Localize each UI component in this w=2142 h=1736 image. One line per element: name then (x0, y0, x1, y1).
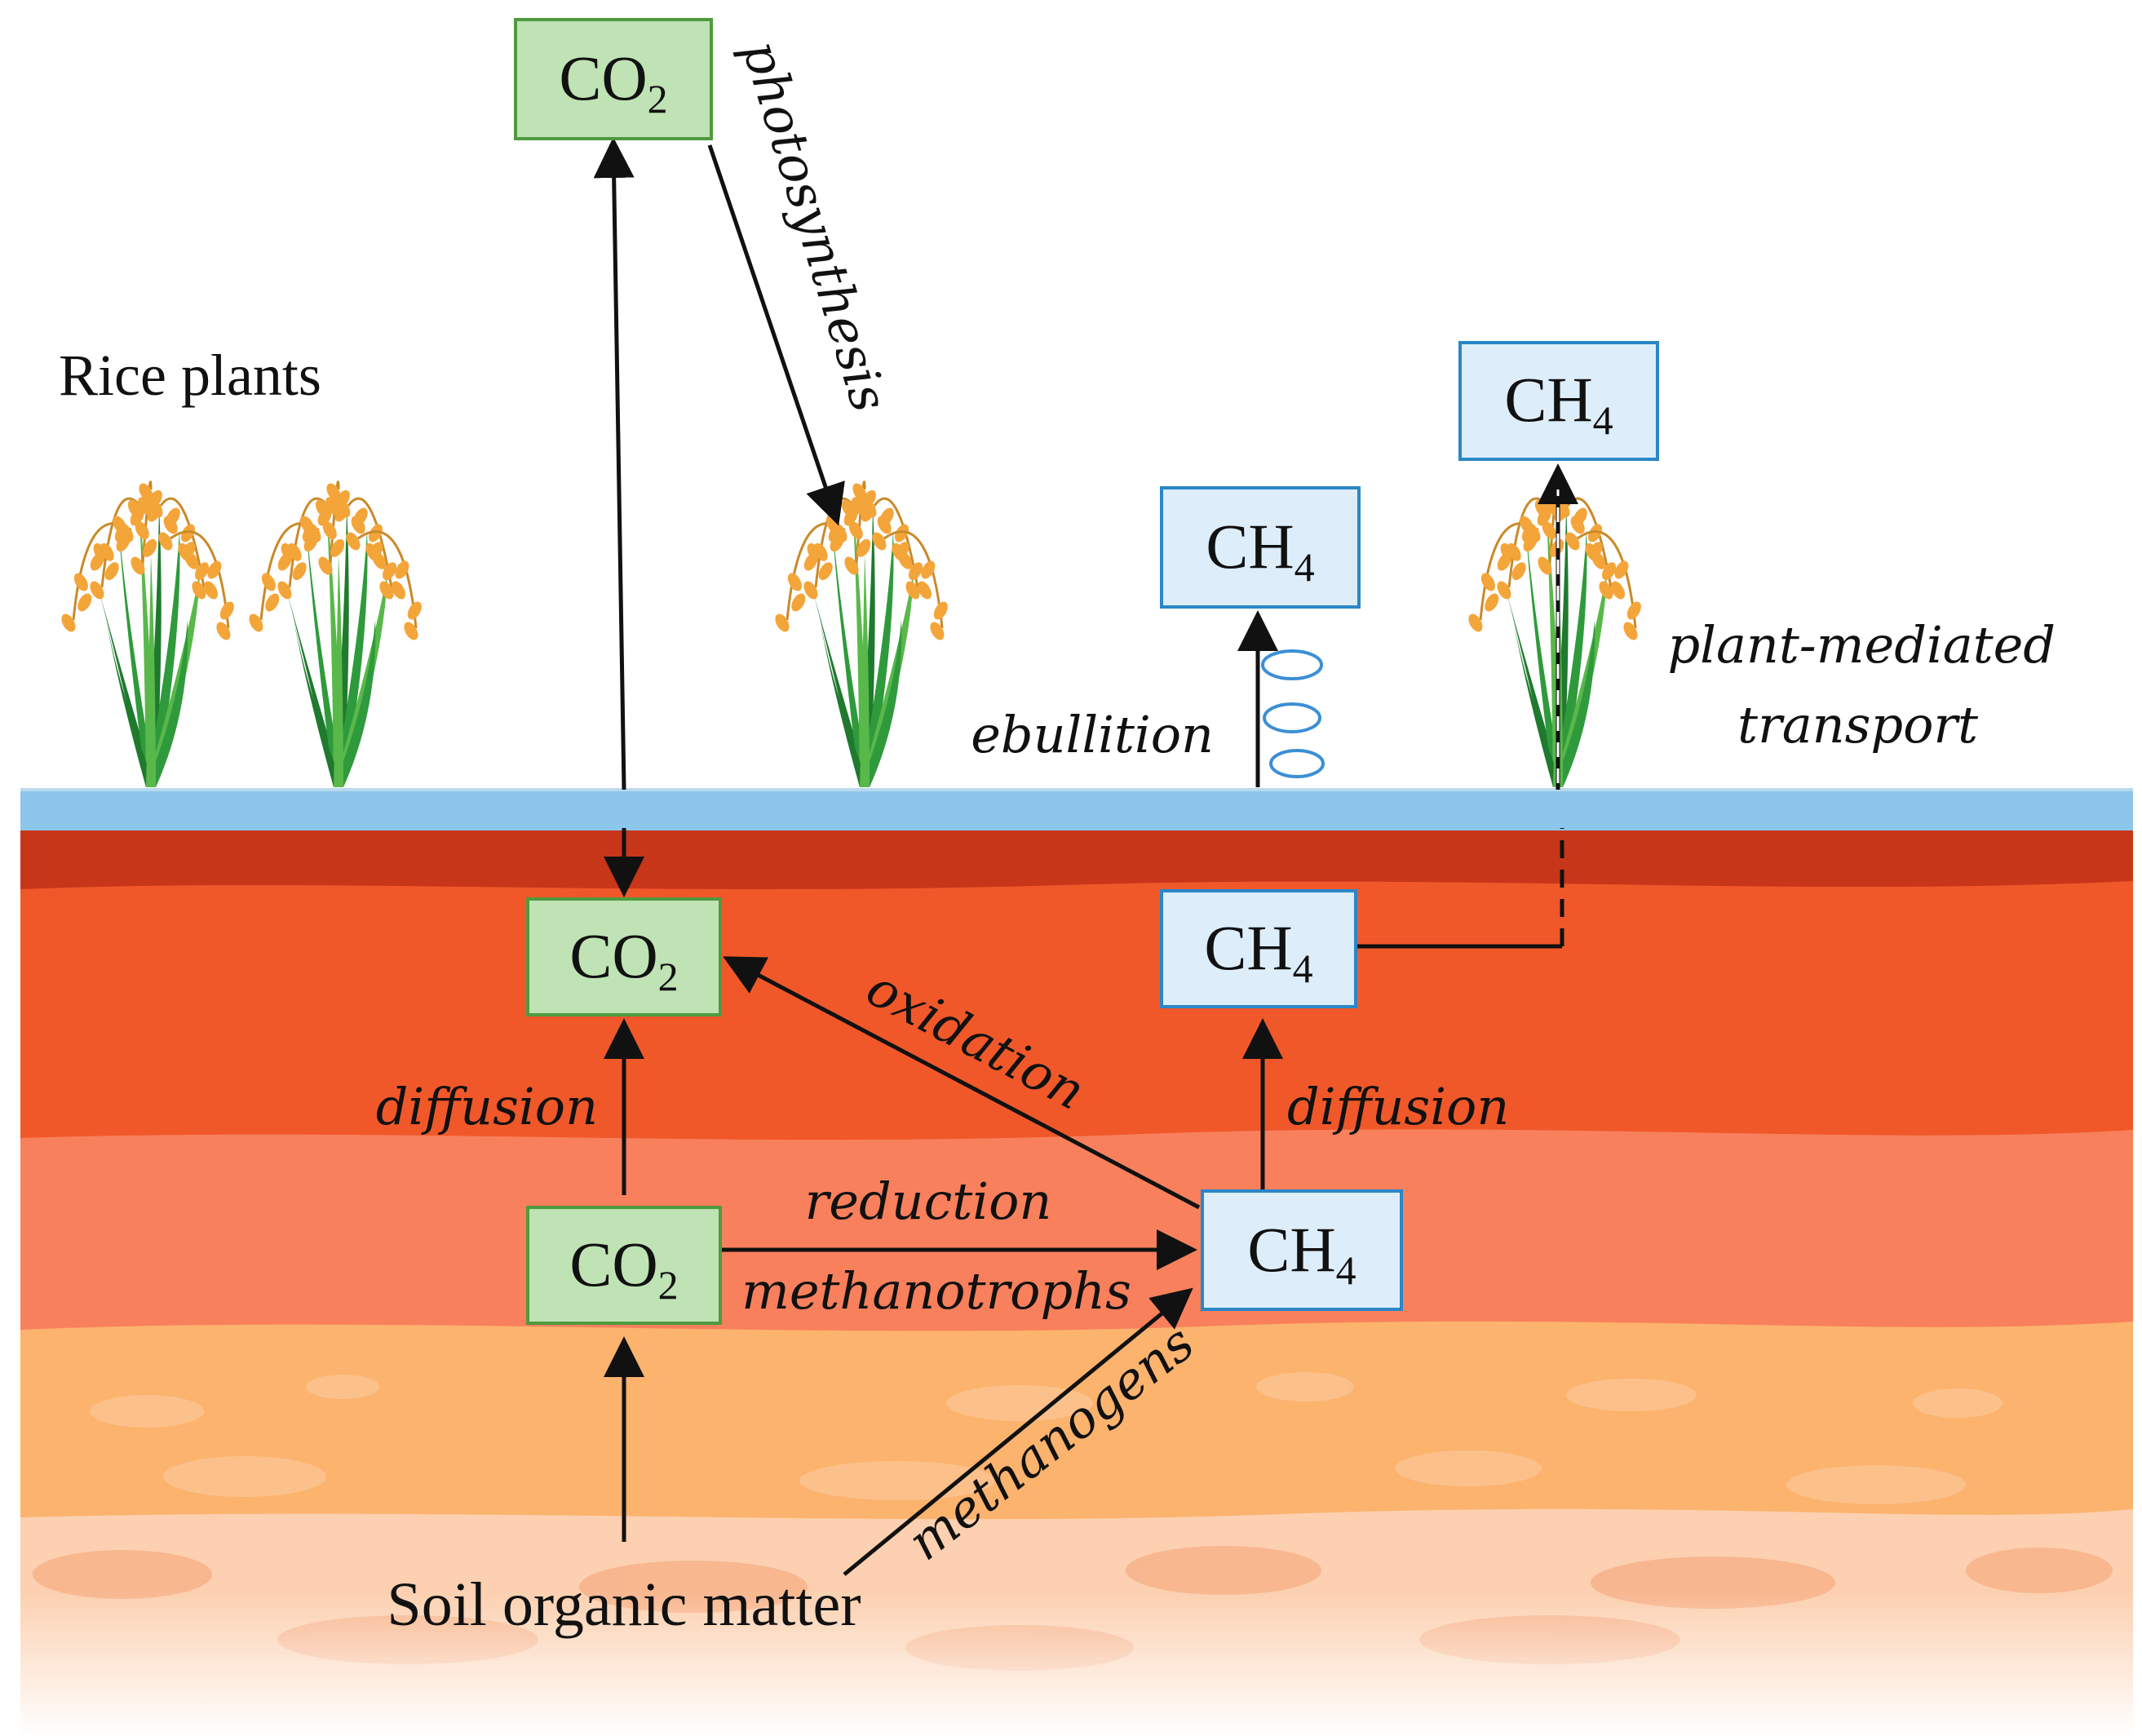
svg-text:CH4: CH4 (1504, 364, 1613, 443)
ch4-upper-soil-box: CH4 (1160, 889, 1357, 1008)
box-subscript: 4 (1293, 946, 1313, 991)
box-main-text: CO (569, 920, 657, 991)
methanotrophs-label: methanotrophs (741, 1261, 1131, 1321)
co2-upper-soil-box: CO2 (526, 897, 722, 1016)
box-main-text: CH (1247, 1214, 1335, 1285)
photosynthesis-label: photosynthesis (731, 33, 901, 418)
co2-lower-soil-box: CO2 (526, 1206, 722, 1325)
ch4-plant-box: CH4 (1458, 341, 1659, 461)
co2-atmosphere-box: CO2 (514, 18, 713, 140)
rice-plant (249, 480, 422, 787)
arrow-photosynthesis (707, 144, 845, 526)
arrow-co2-release (593, 137, 635, 790)
rice-plant (1468, 480, 1641, 787)
box-main-text: CO (559, 42, 647, 113)
box-subscript: 4 (1294, 544, 1315, 590)
reduction-label: reduction (805, 1171, 1052, 1231)
ch4-lower-soil-box: CH4 (1201, 1189, 1403, 1311)
rice-plant (775, 480, 948, 787)
arrow-oxidation (723, 956, 1201, 1210)
box-main-text: CH (1504, 364, 1592, 435)
box-subscript: 2 (658, 954, 679, 999)
box-main-text: CO (569, 1229, 657, 1300)
svg-text:CH4: CH4 (1247, 1214, 1356, 1293)
ch4-ebullition-box: CH4 (1160, 486, 1361, 609)
soil-organic-matter-label: Soil organic matter (387, 1570, 861, 1639)
box-subscript: 4 (1336, 1247, 1356, 1293)
svg-text:CO2: CO2 (559, 42, 667, 122)
rice-plants-group (61, 480, 1641, 787)
bubbles (1261, 649, 1325, 778)
svg-text:CO2: CO2 (569, 1229, 678, 1308)
ebullition-label: ebullition (971, 705, 1214, 764)
box-main-text: CH (1204, 912, 1292, 983)
arrows (593, 137, 1564, 1576)
rice-plants-label: Rice plants (59, 343, 321, 408)
svg-text:CO2: CO2 (569, 920, 678, 999)
rice-plant (61, 480, 234, 787)
soil-fade (0, 1591, 2142, 1736)
diffusion-ch4-label: diffusion (1287, 1077, 1509, 1136)
bubble (1269, 749, 1325, 778)
bubble (1263, 702, 1321, 733)
box-main-text: CH (1206, 511, 1294, 582)
bubble (1261, 649, 1323, 680)
diffusion-co2-label: diffusion (376, 1077, 598, 1136)
box-subscript: 2 (648, 76, 668, 122)
soil-layer-1 (20, 881, 2133, 1158)
plant-mediated-label-1: plant-mediated (1667, 615, 2056, 675)
plant-mediated-label-2: transport (1737, 695, 1978, 755)
svg-text:CH4: CH4 (1204, 912, 1312, 991)
water-layer (20, 790, 2133, 830)
box-subscript: 4 (1593, 397, 1613, 443)
arrow-methanogens (843, 1287, 1193, 1576)
box-subscript: 2 (658, 1262, 679, 1308)
svg-text:CH4: CH4 (1206, 511, 1314, 590)
